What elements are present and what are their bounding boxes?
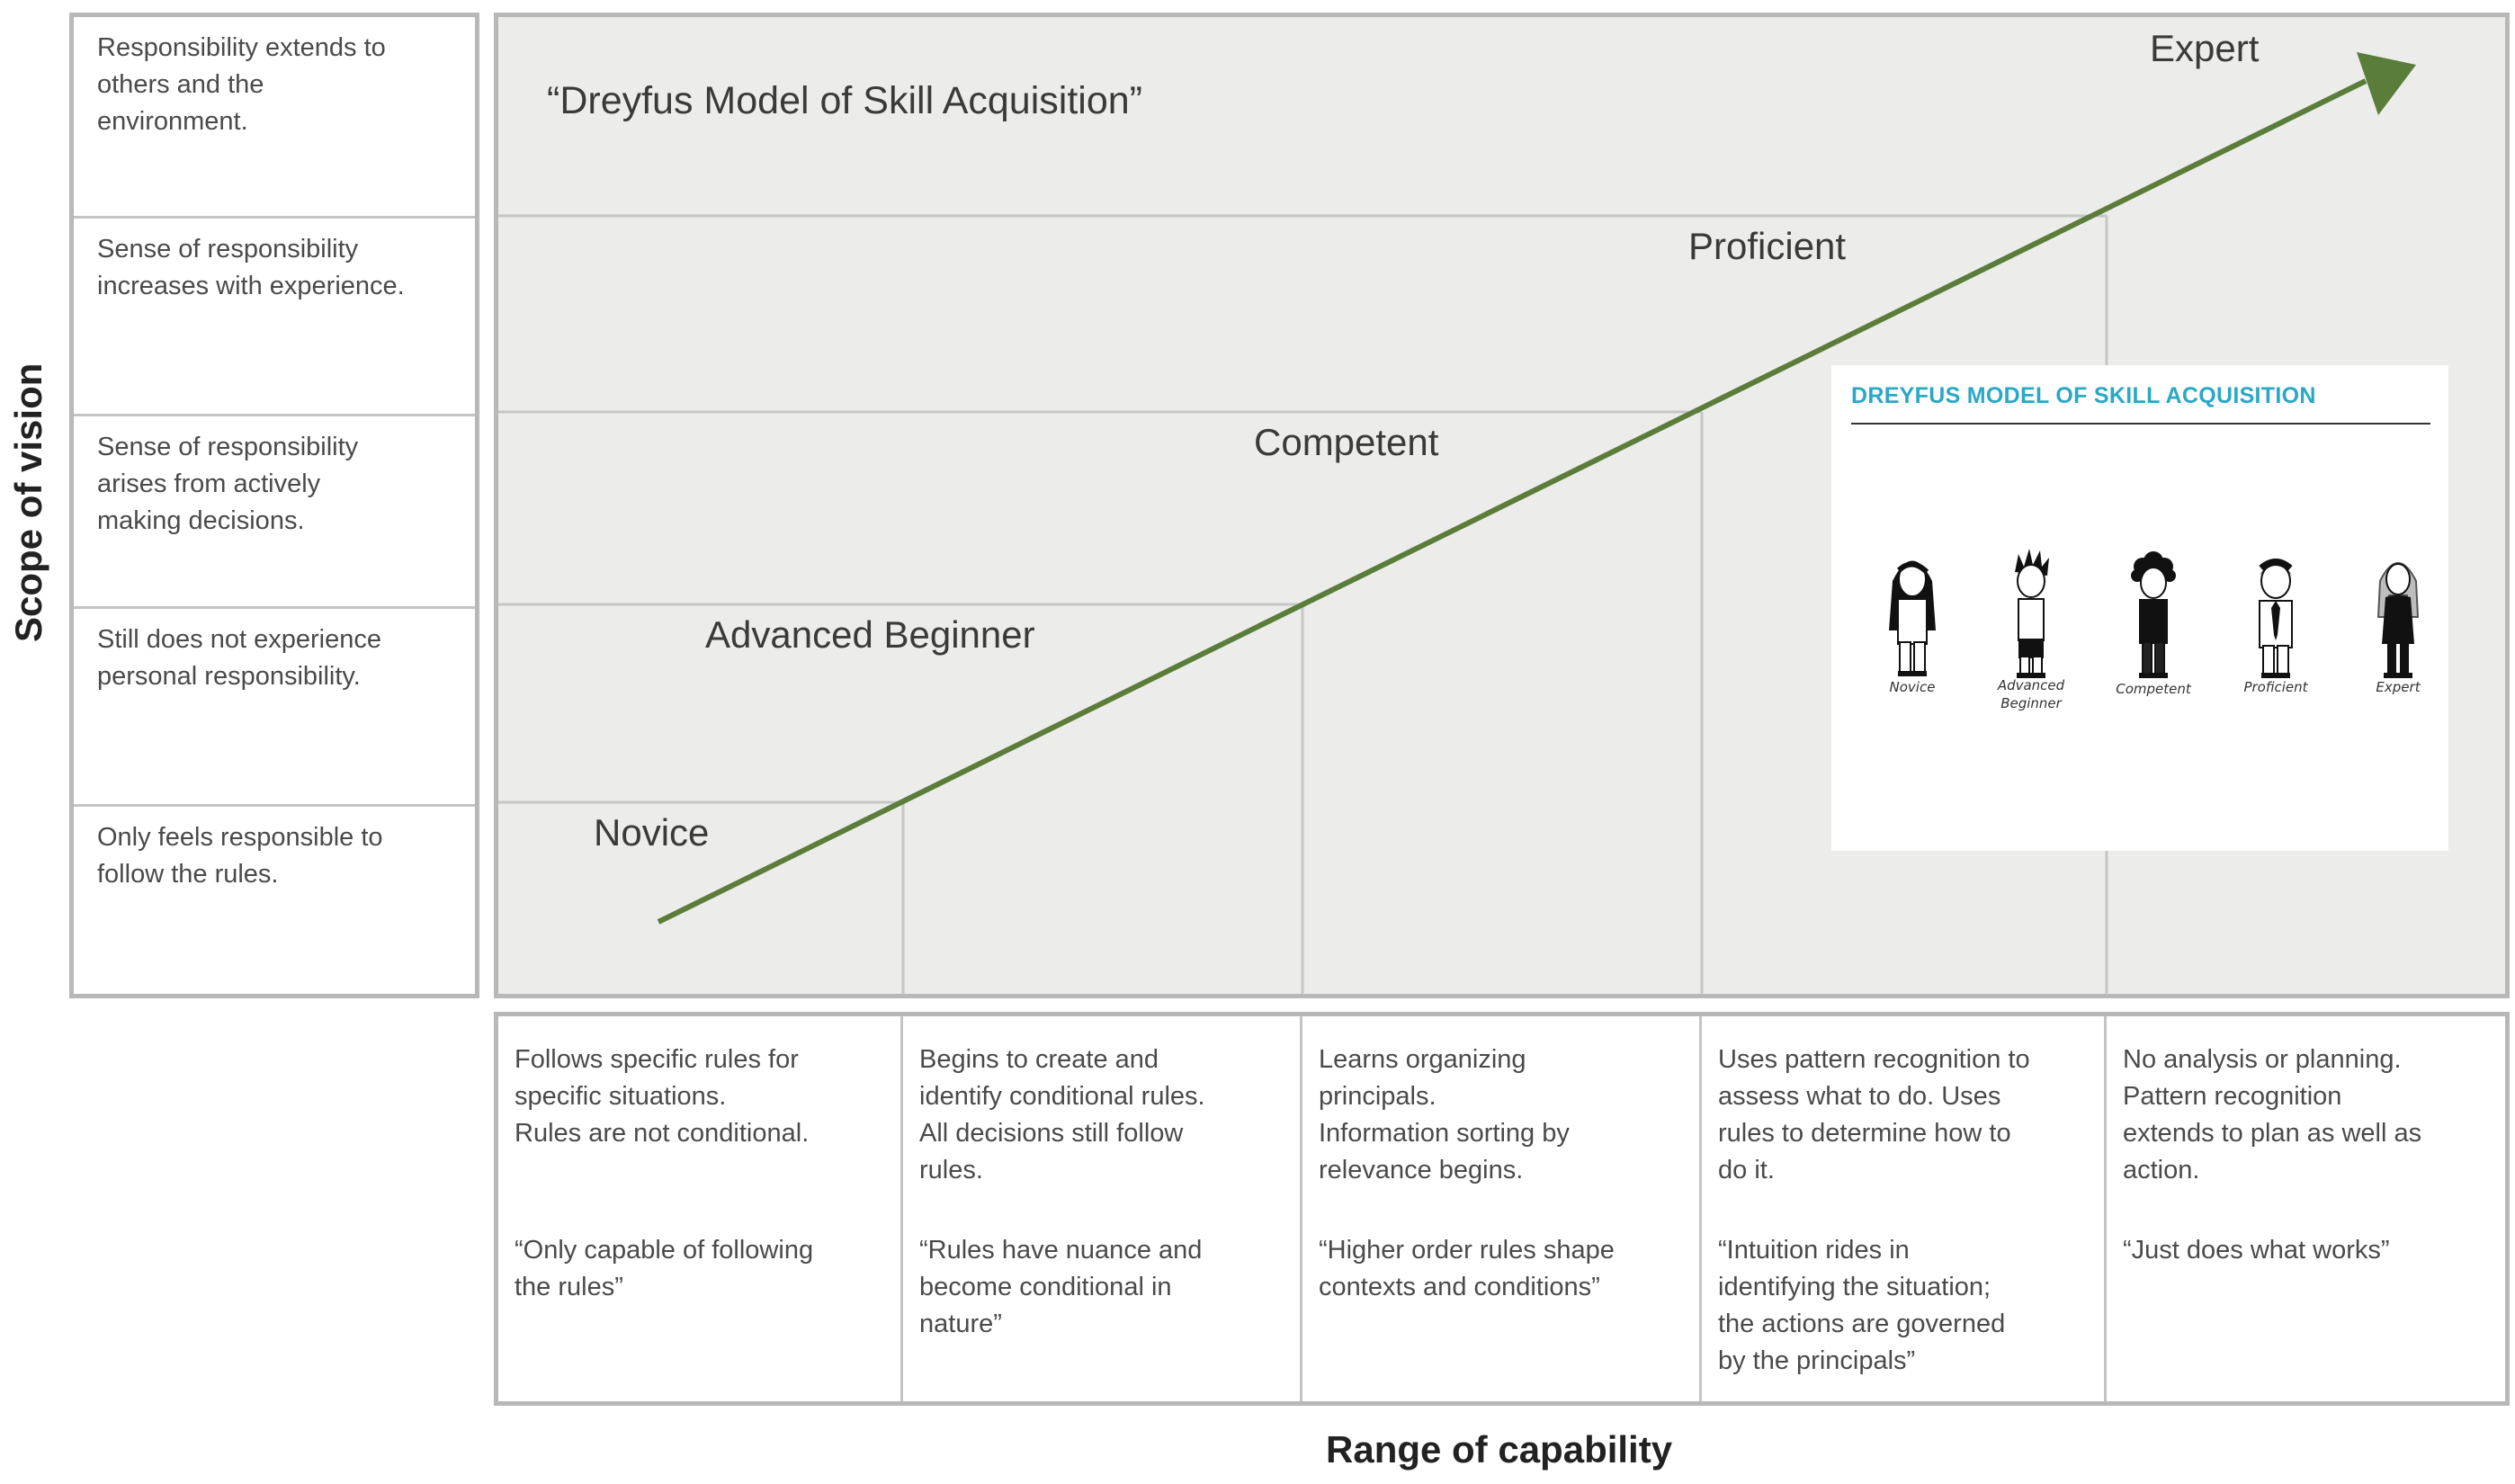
description-cell-advanced-beginner: Begins to create and identify conditiona…: [903, 1016, 1302, 1401]
stage-label-advanced-beginner: Advanced Beginner: [705, 613, 1035, 656]
inset-title: DREYFUS MODEL OF SKILL ACQUISITION: [1851, 383, 2316, 408]
figure-caption-advanced-beginner: Advanced Beginner: [1997, 677, 2065, 711]
competent-figure-icon: [2131, 551, 2176, 678]
x-axis-label: Range of capability: [1326, 1428, 1673, 1471]
description-cell-expert: No analysis or planning. Pattern recogni…: [2107, 1016, 2505, 1401]
description-text: Follows specific rules for specific situ…: [515, 1045, 810, 1148]
stage-label-proficient: Proficient: [1688, 225, 1847, 267]
description-text: No analysis or planning. Pattern recogni…: [2123, 1045, 2422, 1185]
responsibility-panel: Responsibility extends to others and the…: [69, 13, 479, 998]
responsibility-row: Sense of responsibility arises from acti…: [74, 416, 475, 609]
description-text: Begins to create and identify conditiona…: [919, 1045, 1205, 1185]
responsibility-row: Sense of responsibility increases with e…: [74, 219, 475, 416]
description-quote: “Only capable of following the rules”: [515, 1236, 814, 1301]
growth-arrow-line: [657, 78, 2367, 925]
expert-figure-icon: [2376, 562, 2420, 678]
inset-card: DREYFUS MODEL OF SKILL ACQUISITION Novic…: [1831, 365, 2448, 851]
figure-caption-competent: Competent: [2116, 681, 2191, 697]
description-quote: “Higher order rules shape contexts and c…: [1319, 1236, 1615, 1301]
stage-label-competent: Competent: [1254, 421, 1439, 463]
description-quote: “Rules have nuance and become conditiona…: [919, 1236, 1203, 1338]
responsibility-text: Sense of responsibility increases with e…: [97, 235, 405, 300]
description-text: Learns organizing principals. Informatio…: [1319, 1045, 1570, 1185]
stage-label-novice: Novice: [594, 811, 710, 854]
figure-caption-proficient: Proficient: [2243, 679, 2308, 695]
figure-caption-expert: Expert: [2376, 679, 2421, 695]
growth-arrowhead: [2357, 52, 2416, 115]
proficient-figure-icon: [2259, 559, 2293, 678]
novice-figure-icon: [1889, 560, 1936, 676]
figure-caption-novice: Novice: [1889, 679, 1936, 695]
description-panel: Follows specific rules for specific situ…: [494, 1012, 2510, 1406]
responsibility-text: Only feels responsible to follow the rul…: [97, 823, 383, 889]
responsibility-row: Still does not experience personal respo…: [74, 609, 475, 807]
responsibility-text: Responsibility extends to others and the…: [97, 33, 386, 136]
responsibility-text: Sense of responsibility arises from acti…: [97, 433, 359, 535]
description-text: Uses pattern recognition to assess what …: [1718, 1045, 2030, 1185]
description-quote: “Just does what works”: [2123, 1236, 2390, 1265]
responsibility-row: Only feels responsible to follow the rul…: [74, 807, 475, 994]
advanced-beginner-figure-icon: [2015, 549, 2049, 678]
stage-label-expert: Expert: [2150, 27, 2260, 69]
responsibility-text: Still does not experience personal respo…: [97, 625, 381, 691]
description-quote: “Intuition rides in identifying the situ…: [1718, 1236, 2006, 1375]
responsibility-row: Responsibility extends to others and the…: [74, 17, 475, 219]
description-cell-competent: Learns organizing principals. Informatio…: [1302, 1016, 1702, 1401]
chart-title: “Dreyfus Model of Skill Acquisition”: [547, 79, 1142, 122]
inset-divider: [1851, 423, 2430, 425]
description-cell-novice: Follows specific rules for specific situ…: [498, 1016, 903, 1401]
description-cell-proficient: Uses pattern recognition to assess what …: [1702, 1016, 2107, 1401]
